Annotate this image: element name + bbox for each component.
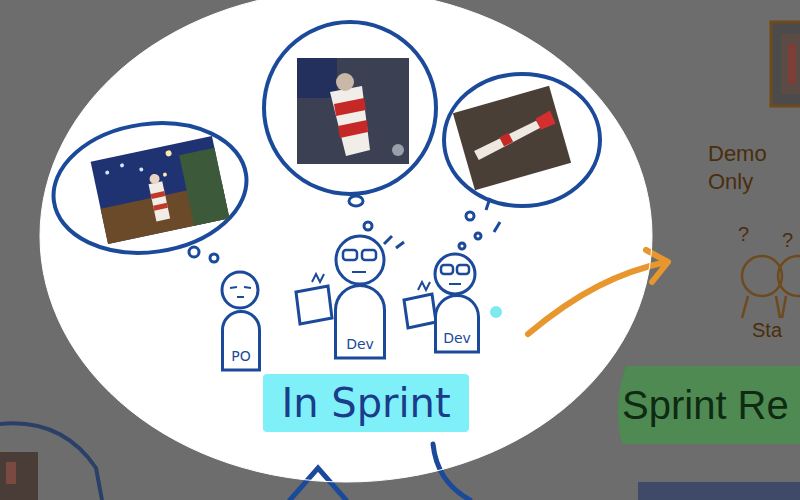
photo-ground bbox=[297, 58, 409, 164]
thought-dot bbox=[466, 212, 474, 220]
photo-stripe bbox=[499, 132, 514, 147]
sprint-highlight: In Sprint bbox=[263, 374, 468, 432]
stakeholder-label: Sta bbox=[752, 318, 782, 343]
photo-stripe bbox=[338, 120, 368, 138]
dim-photo-figure bbox=[6, 462, 16, 484]
dev-glasses bbox=[457, 265, 469, 274]
photo-market bbox=[91, 136, 230, 244]
photo-sleeve bbox=[471, 120, 544, 160]
sprint-area: In Sprint PO Dev Dev bbox=[40, 0, 652, 482]
dev-glasses bbox=[362, 250, 376, 260]
dev-glasses bbox=[343, 250, 357, 260]
dim-photo bbox=[0, 452, 38, 500]
stakeholder-body bbox=[742, 296, 786, 318]
role-label: Dev bbox=[346, 336, 374, 352]
orange-arrow bbox=[528, 262, 666, 334]
role-label: Dev bbox=[443, 330, 471, 346]
photo-figure-head bbox=[149, 173, 161, 185]
thought-dot bbox=[459, 243, 465, 249]
photo-light bbox=[105, 170, 110, 175]
dim-photo bbox=[781, 34, 800, 94]
dev-body: Dev bbox=[334, 284, 386, 358]
photo-stripe bbox=[153, 203, 168, 211]
thought-bubble-dev2 bbox=[444, 74, 600, 249]
thought-bubble bbox=[444, 74, 600, 206]
dev-body: Dev bbox=[434, 294, 480, 352]
thought-bubble-dev bbox=[264, 22, 436, 248]
sprint-outline bbox=[40, 0, 652, 482]
laptop bbox=[296, 286, 332, 324]
thought-dash bbox=[384, 236, 404, 248]
demo-note: Demo Only bbox=[708, 140, 792, 195]
thought-dot bbox=[189, 247, 199, 257]
po-head bbox=[222, 272, 258, 308]
dim-photo bbox=[638, 482, 800, 500]
question-mark: ? bbox=[782, 228, 793, 253]
dev-head bbox=[336, 236, 384, 284]
cyan-dot bbox=[490, 306, 502, 318]
photo-scarf bbox=[330, 86, 370, 156]
figure-body bbox=[223, 312, 260, 371]
dim-photo-figure bbox=[788, 44, 796, 84]
dev-mouth bbox=[352, 271, 366, 273]
thought-dot bbox=[349, 196, 363, 206]
photo-stripe bbox=[151, 191, 166, 199]
dim-arc bbox=[0, 423, 102, 500]
thought-dash bbox=[486, 198, 500, 232]
dev-glasses bbox=[441, 265, 453, 274]
laptop bbox=[404, 294, 436, 328]
band-fill bbox=[618, 366, 800, 444]
blue-arrow bbox=[290, 468, 346, 500]
photo-ground bbox=[453, 86, 571, 190]
photo-light bbox=[392, 144, 404, 156]
dev-head bbox=[435, 254, 475, 294]
thought-bubble-po bbox=[45, 111, 255, 265]
po-body: PO bbox=[221, 310, 261, 370]
question-mark: ? bbox=[738, 222, 749, 247]
typing-mark bbox=[418, 282, 430, 290]
thought-dot bbox=[364, 222, 372, 230]
role-label: PO bbox=[231, 348, 250, 364]
thought-bubble bbox=[264, 22, 436, 194]
stakeholder-head bbox=[742, 256, 782, 296]
photo-ground bbox=[91, 136, 230, 244]
sprint-spotlight bbox=[40, 0, 652, 482]
photo-arm bbox=[453, 86, 571, 190]
photo-building bbox=[179, 148, 229, 226]
photo-glove bbox=[535, 110, 557, 130]
photo-light bbox=[163, 172, 168, 177]
dim-photo-frame bbox=[771, 22, 800, 106]
photo-head bbox=[336, 73, 354, 91]
stakeholder-head bbox=[778, 256, 800, 296]
photo-light bbox=[165, 150, 172, 157]
photo-figure bbox=[149, 181, 171, 221]
photo-stripe bbox=[334, 98, 366, 116]
thought-bubble bbox=[45, 111, 255, 265]
po-face bbox=[230, 287, 251, 297]
typing-mark bbox=[312, 274, 324, 282]
sprint-review-band: Sprint Re bbox=[612, 366, 800, 444]
blue-curve bbox=[433, 444, 470, 500]
photo-light bbox=[139, 167, 144, 172]
thought-dot bbox=[210, 254, 218, 262]
figure-body bbox=[436, 296, 479, 353]
band-title: Sprint Re bbox=[622, 383, 789, 428]
dev-mouth bbox=[449, 283, 461, 285]
thought-dot bbox=[475, 233, 481, 239]
photo-light bbox=[120, 163, 125, 168]
figure-body bbox=[336, 286, 385, 359]
